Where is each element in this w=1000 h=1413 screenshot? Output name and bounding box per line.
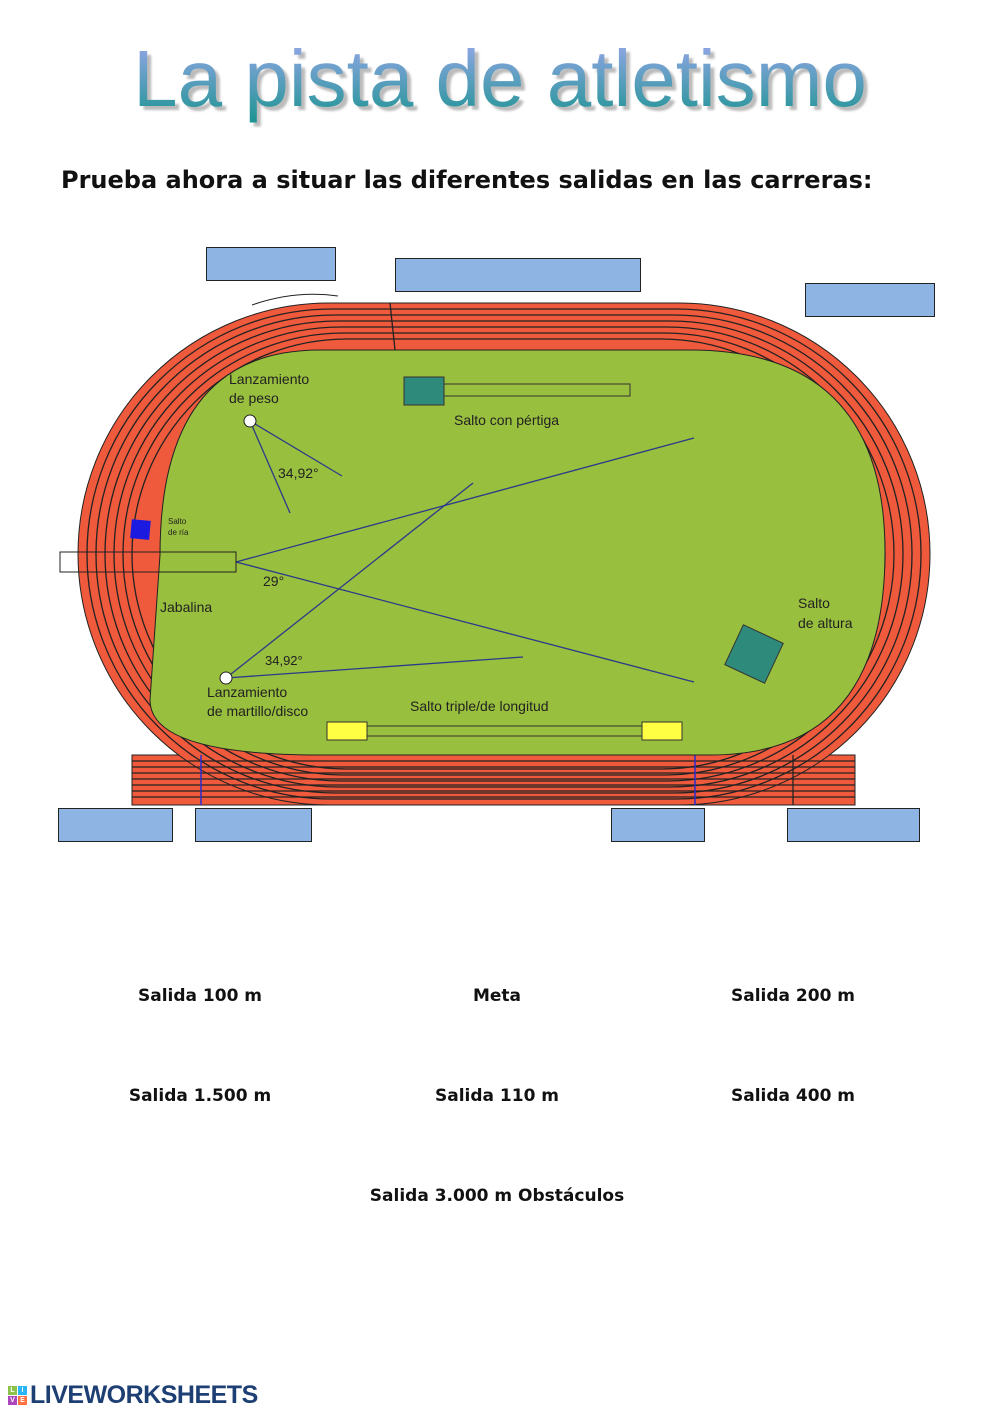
label: Salto: [798, 595, 830, 611]
track-diagram: Lanzamiento de peso 34,92° Salto con pér…: [59, 293, 931, 806]
title-text: La pista de atletismo: [133, 34, 867, 123]
lane-lines: [86, 302, 922, 805]
pole-vault-pit: [403, 376, 445, 406]
javelin-runway: [59, 551, 237, 573]
hammer-circle: [219, 671, 233, 685]
shot-put-circle: [243, 414, 257, 428]
label: 34,92°: [265, 653, 303, 668]
triple-jump-pit-right: [641, 721, 683, 741]
option-meta[interactable]: Meta: [472, 986, 522, 1006]
option-salida-1500[interactable]: Salida 1.500 m: [128, 1086, 272, 1106]
label: Salto con pértiga: [454, 412, 559, 428]
label: de martillo/disco: [207, 703, 308, 719]
drop-zone-6[interactable]: [611, 808, 705, 842]
label: Lanzamiento: [207, 684, 287, 700]
option-salida-3000-obstaculos[interactable]: Salida 3.000 m Obstáculos: [369, 1186, 625, 1206]
triple-jump-runway: [366, 725, 643, 737]
instructions: Prueba ahora a situar las diferentes sal…: [61, 166, 873, 194]
high-jump-mat: [724, 624, 784, 684]
option-salida-400[interactable]: Salida 400 m: [730, 1086, 856, 1106]
drop-zone-4[interactable]: [58, 808, 173, 842]
label: Salto: [168, 517, 187, 526]
drop-zone-5[interactable]: [195, 808, 312, 842]
label: 34,92°: [278, 465, 319, 481]
sector-lines: [225, 420, 695, 683]
option-salida-100[interactable]: Salida 100 m: [137, 986, 263, 1006]
drop-zone-1[interactable]: [206, 247, 336, 281]
water-jump: [130, 519, 151, 540]
label: de altura: [798, 615, 853, 631]
pole-vault-runway: [443, 383, 631, 397]
drop-zone-3[interactable]: [805, 283, 935, 317]
page-title: La pista de atletismo: [133, 34, 867, 123]
drop-zone-2[interactable]: [395, 258, 641, 292]
infield: [149, 349, 886, 756]
drop-zone-7[interactable]: [787, 808, 920, 842]
label: Lanzamiento: [229, 371, 309, 387]
label: de peso: [229, 390, 279, 406]
option-salida-200[interactable]: Salida 200 m: [730, 986, 856, 1006]
triple-jump-pit-left: [326, 721, 368, 741]
label: Salto triple/de longitud: [410, 698, 549, 714]
label: Jabalina: [160, 599, 212, 615]
label: 29°: [263, 573, 284, 589]
arrow: [251, 293, 339, 306]
logo-text: LIVEWORKSHEETS: [30, 1381, 258, 1409]
label: de ría: [168, 528, 189, 537]
option-salida-110[interactable]: Salida 110 m: [434, 1086, 560, 1106]
